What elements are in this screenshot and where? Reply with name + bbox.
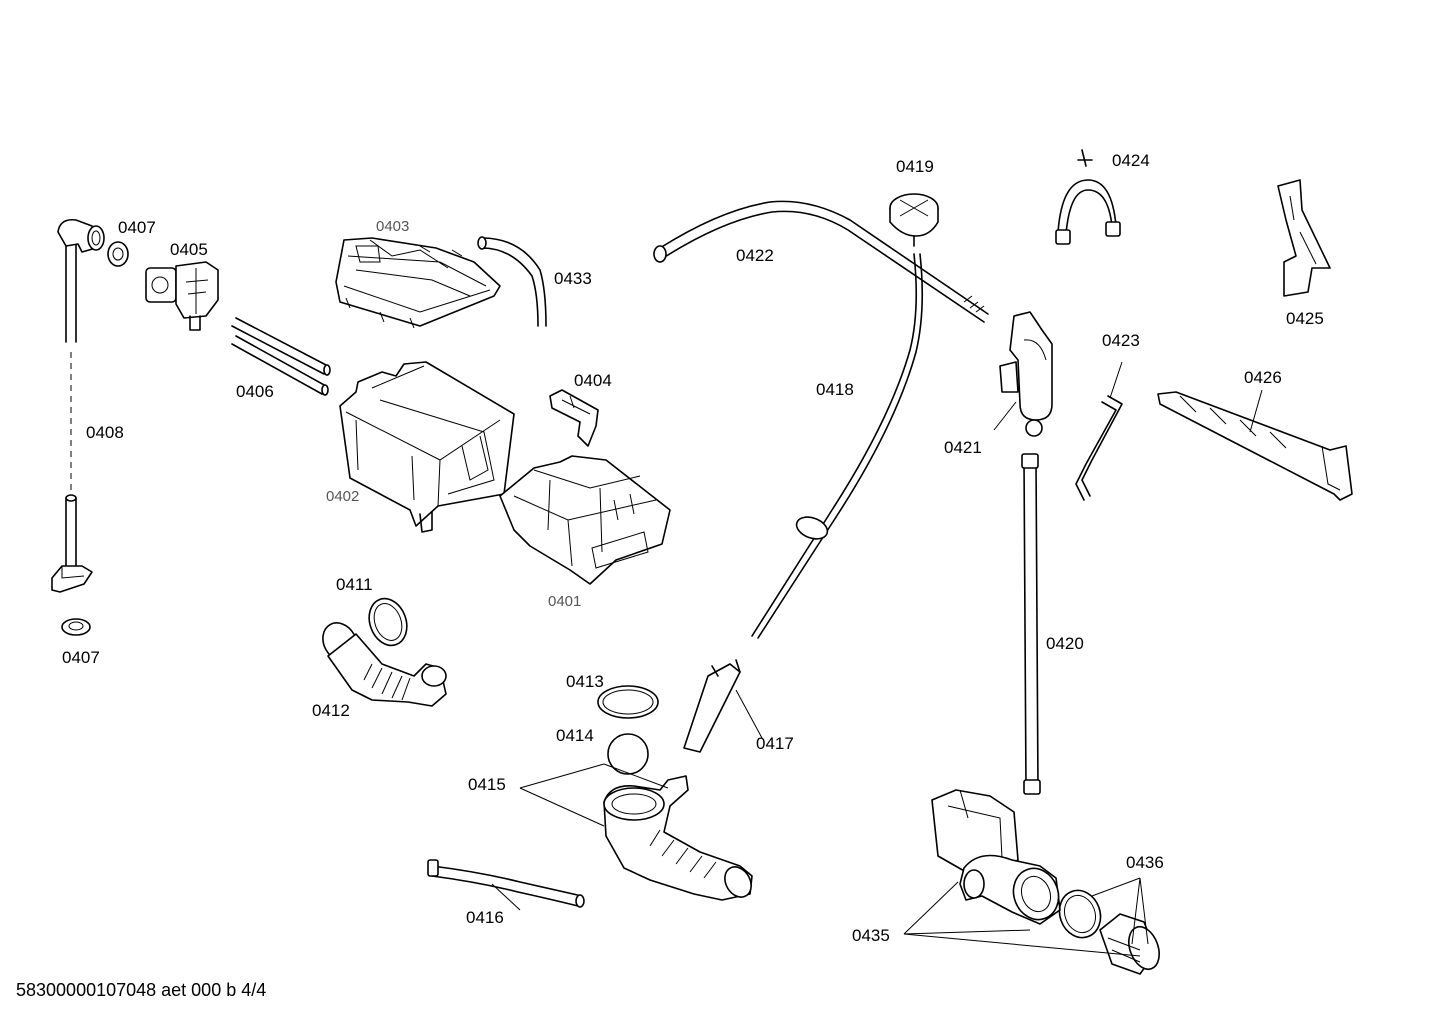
label-0419: 0419: [896, 157, 934, 176]
label-0425: 0425: [1286, 309, 1324, 328]
label-0404: 0404: [574, 371, 612, 390]
label-0411: 0411: [336, 575, 373, 594]
part-0406-hoses: [231, 317, 331, 396]
label-0418: 0418: [816, 380, 854, 399]
part-0433-small-hose: [477, 236, 547, 327]
part-0436-ring: [1058, 889, 1102, 939]
part-0419-pressure-switch: [889, 193, 939, 247]
part-0407-washer-top: [107, 241, 129, 267]
label-0413: 0413: [566, 672, 604, 691]
label-0416: 0416: [466, 908, 504, 927]
label-0408: 0408: [86, 423, 124, 442]
part-0420-drain-hose: [1021, 453, 1041, 795]
part-0423-rod: [1075, 395, 1123, 501]
part-0405-inlet-valve: [145, 261, 219, 331]
part-0413-gasket: [597, 685, 659, 719]
label-0426: 0426: [1244, 368, 1282, 387]
part-0421-air-trap: [999, 311, 1053, 437]
label-0402: 0402: [326, 488, 359, 505]
part-0418-pressure-tube: [751, 253, 924, 639]
label-0403: 0403: [376, 218, 409, 235]
label-0414: 0414: [556, 726, 594, 745]
part-0425-guide-rail: [1277, 179, 1331, 297]
part-0401-dispenser-drawer: [499, 455, 671, 585]
part-labels: 0407 0405 0403 0433 0406 0408 0404 0402 …: [62, 151, 1324, 945]
part-0426-frame-strip: [1157, 391, 1353, 501]
label-0415: 0415: [468, 775, 506, 794]
part-0435-drain-pump: [931, 789, 1061, 925]
part-0403-distributor-cover: [335, 237, 501, 329]
label-0407-top: 0407: [118, 218, 156, 237]
label-0401: 0401: [548, 593, 581, 610]
drawing-number: 58300000107048 aet 000 b 4/4: [16, 980, 267, 1000]
label-0405: 0405: [170, 240, 208, 259]
part-0422-hose: [653, 200, 989, 323]
label-0420: 0420: [1046, 634, 1084, 653]
part-0412-bellows-hose: [322, 622, 447, 707]
label-0406: 0406: [236, 382, 274, 401]
label-0417: 0417: [756, 734, 794, 753]
part-0415-sump-hose: [603, 775, 753, 901]
label-0422: 0422: [736, 246, 774, 265]
part-0424-bracket: [1055, 149, 1121, 245]
leader-lines: [491, 361, 1263, 957]
part-0414-ball: [607, 733, 649, 775]
label-0412: 0412: [312, 701, 350, 720]
label-0423: 0423: [1102, 331, 1140, 350]
part-0407-washer-bottom: [61, 618, 91, 636]
label-0421: 0421: [944, 438, 982, 457]
label-0435: 0435: [852, 926, 890, 945]
part-0417-heater: [683, 659, 741, 753]
part-0411-gasket-ring: [368, 597, 408, 647]
part-0408-inlet-hose: [51, 218, 105, 593]
label-0433: 0433: [554, 269, 592, 288]
part-0404-siphon-clip: [549, 389, 599, 447]
part-0436-filter: [1099, 913, 1160, 975]
part-0402-dispenser-housing: [339, 361, 515, 533]
label-0407-bottom: 0407: [62, 648, 100, 667]
part-0416-vent-hose: [427, 859, 585, 908]
label-0424: 0424: [1112, 151, 1150, 170]
label-0436: 0436: [1126, 853, 1164, 872]
